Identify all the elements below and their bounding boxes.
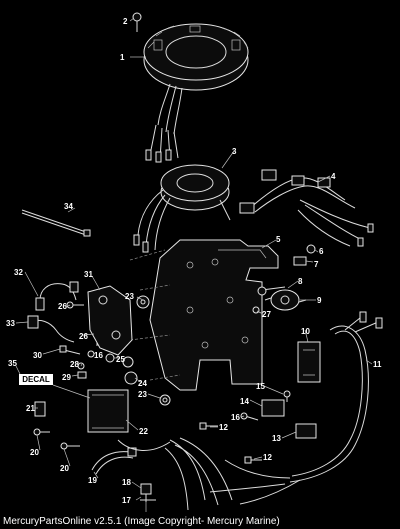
- callout-23b: 23: [138, 390, 147, 399]
- terminal-parts-12: [199, 422, 262, 464]
- stator-assembly: [143, 23, 249, 163]
- screw-part-2: [132, 12, 142, 32]
- callout-11: 11: [373, 360, 382, 369]
- callout-3: 3: [232, 147, 237, 156]
- decal-label: DECAL: [19, 374, 53, 385]
- rectifier-parts: [257, 286, 307, 311]
- callout-16a: 16: [231, 413, 240, 422]
- callout-35: 35: [8, 359, 17, 368]
- callout-34: 34: [64, 202, 73, 211]
- callout-24: 24: [138, 379, 147, 388]
- callout-25: 25: [116, 355, 125, 364]
- callout-4: 4: [331, 172, 336, 181]
- callout-7: 7: [314, 260, 319, 269]
- callout-26b: 26: [79, 332, 88, 341]
- callout-20b: 20: [60, 464, 69, 473]
- callout-labels: 1 2 3 4 5 6 7 8 9 10 11 12 12 13 14 15 1…: [6, 17, 382, 505]
- bottom-fastener-parts: [140, 483, 156, 512]
- callout-18: 18: [122, 478, 131, 487]
- trigger-assembly: [133, 164, 231, 253]
- clip-part-7: [293, 256, 307, 266]
- coil-parts-lower-left: [33, 384, 129, 450]
- lower-wiring: [117, 437, 233, 511]
- callout-13: 13: [272, 434, 281, 443]
- callout-21: 21: [26, 404, 35, 413]
- callout-17: 17: [122, 496, 131, 505]
- callout-19: 19: [88, 476, 97, 485]
- mounting-plate: [129, 239, 279, 391]
- callout-12b: 12: [263, 453, 272, 462]
- callout-26a: 26: [58, 302, 67, 311]
- callout-2: 2: [123, 17, 128, 26]
- callout-8: 8: [298, 277, 303, 286]
- callout-20a: 20: [30, 448, 39, 457]
- callout-33: 33: [6, 319, 15, 328]
- callout-10: 10: [301, 327, 310, 336]
- callout-12a: 12: [219, 423, 228, 432]
- connector-parts-right: [240, 390, 317, 439]
- harness-part-4: [239, 169, 374, 247]
- main-harness-part-11: [209, 311, 383, 505]
- callout-23a: 23: [125, 292, 134, 301]
- callout-5: 5: [276, 235, 281, 244]
- callout-16b: 16: [94, 351, 103, 360]
- callout-6: 6: [319, 247, 324, 256]
- callout-15: 15: [256, 382, 265, 391]
- nut-part-6: [306, 244, 316, 254]
- bracket-part-10: [297, 341, 321, 383]
- leader-lines: [15, 17, 373, 501]
- callout-28: 28: [70, 360, 79, 369]
- callout-32: 32: [14, 268, 23, 277]
- callout-30: 30: [33, 351, 42, 360]
- callout-27: 27: [262, 310, 271, 319]
- harness-part-19: [91, 447, 137, 475]
- tie-strap-part-34: [21, 209, 91, 237]
- coil-parts-upper-left: [27, 281, 133, 356]
- callout-31: 31: [84, 270, 93, 279]
- callout-14: 14: [240, 397, 249, 406]
- copyright-footer: MercuryPartsOnline v2.5.1 (Image Copyrig…: [3, 516, 280, 527]
- callout-1: 1: [120, 53, 125, 62]
- callout-9: 9: [317, 296, 322, 305]
- callout-29: 29: [62, 373, 71, 382]
- callout-22: 22: [139, 427, 148, 436]
